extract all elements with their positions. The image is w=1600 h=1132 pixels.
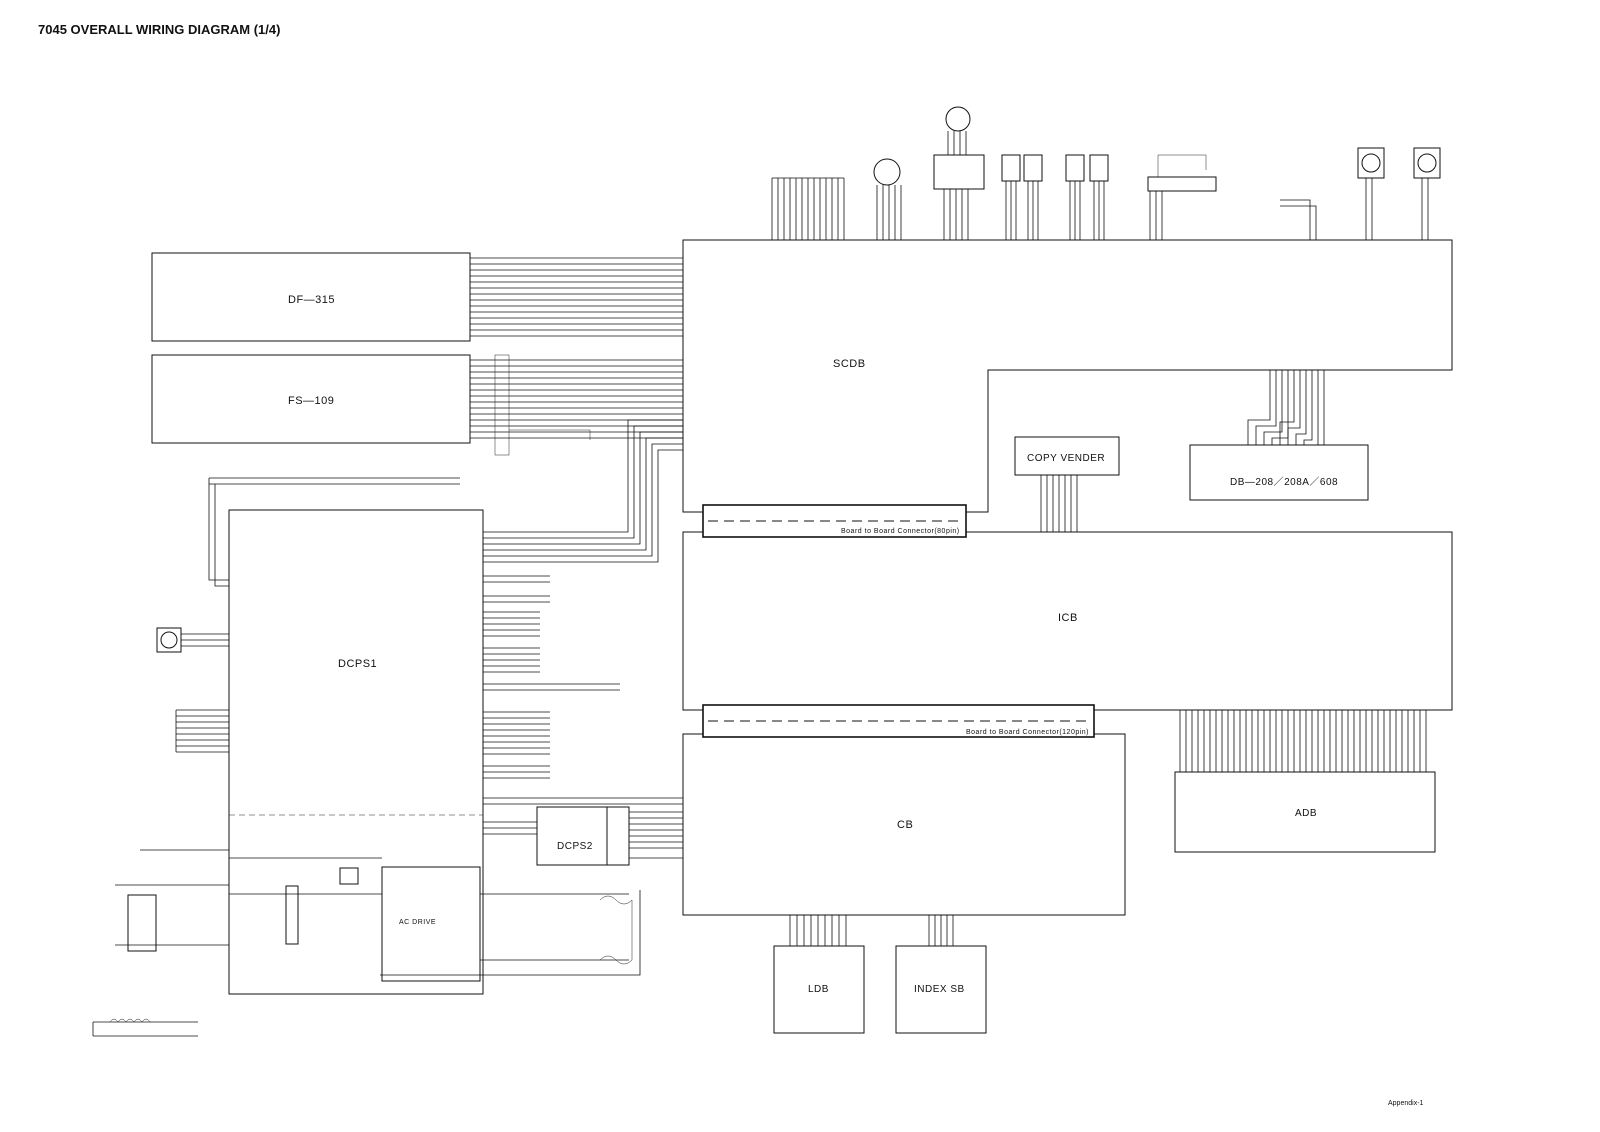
adb-label: ADB xyxy=(1295,808,1317,819)
df-scdb-wires xyxy=(470,257,683,337)
ldb-block xyxy=(773,945,865,1034)
connector-80pin-label: Board to Board Connector(80pin) xyxy=(841,528,960,535)
icb-adb-wires xyxy=(1179,710,1427,772)
cooling-fan-2 xyxy=(1413,147,1441,179)
sensor-1 xyxy=(1001,154,1021,182)
dcps1-outputs xyxy=(483,575,683,805)
cooling-fan-1 xyxy=(1357,147,1385,179)
cb-index-wires xyxy=(928,915,954,946)
ld-unit xyxy=(1147,176,1217,192)
line-filter xyxy=(127,894,157,952)
ac-drive-label: AC DRIVE xyxy=(399,919,436,926)
icb-vender-wires xyxy=(1040,475,1078,532)
heater-coil xyxy=(109,1018,151,1023)
dcps1-scdb-feeders xyxy=(483,419,683,563)
copy-vender-label: COPY VENDER xyxy=(1027,453,1105,464)
cb-ldb-wires xyxy=(789,915,847,946)
icb-label: ICB xyxy=(1058,612,1078,624)
sensor-2 xyxy=(1023,154,1043,182)
polygon-motor xyxy=(945,106,971,132)
df315-label: DF—315 xyxy=(288,294,335,306)
scanner-motor xyxy=(873,158,901,186)
heater-loop xyxy=(599,895,633,965)
dcps2-cb-wires xyxy=(483,811,683,859)
ldb-label: LDB xyxy=(808,984,829,995)
relay xyxy=(339,867,359,885)
df315-block xyxy=(151,252,471,342)
dcps2-block xyxy=(536,806,608,866)
db208-block xyxy=(1189,444,1369,501)
fs109-label: FS—109 xyxy=(288,395,334,407)
fs-scdb-wires xyxy=(470,359,683,439)
dcps1-block xyxy=(228,509,484,995)
page-title: 7045 OVERALL WIRING DIAGRAM (1/4) xyxy=(38,22,281,37)
interlock-wires xyxy=(208,477,460,587)
footer-label: Appendix-1 xyxy=(1388,1100,1424,1107)
adb-block xyxy=(1174,771,1436,853)
connector-120pin-label: Board to Board Connector(120pin) xyxy=(966,729,1089,736)
printer-drive-wires xyxy=(771,177,845,240)
copy-vender-block xyxy=(1014,436,1120,476)
polygon-motor-board xyxy=(933,154,985,190)
scdb-label: SCDB xyxy=(833,358,866,370)
dcps2-label: DCPS2 xyxy=(557,841,593,852)
printer-drive-left-wires xyxy=(175,709,229,753)
scdb-db-wires xyxy=(1247,370,1325,445)
dcps1-label: DCPS1 xyxy=(338,658,377,670)
fusing-heater-wires xyxy=(92,1021,198,1037)
sensor-3 xyxy=(1065,154,1085,182)
noise-filter xyxy=(285,885,299,945)
scdb-board xyxy=(682,239,1453,513)
ac-main-wires xyxy=(115,849,641,994)
fs109-block xyxy=(151,354,471,444)
index-sb-label: INDEX SB xyxy=(914,984,965,995)
cb-label: CB xyxy=(897,819,913,831)
ac-drive-block xyxy=(381,866,481,982)
db208-label: DB—208／208A／608 xyxy=(1230,476,1338,488)
sensor-4 xyxy=(1089,154,1109,182)
